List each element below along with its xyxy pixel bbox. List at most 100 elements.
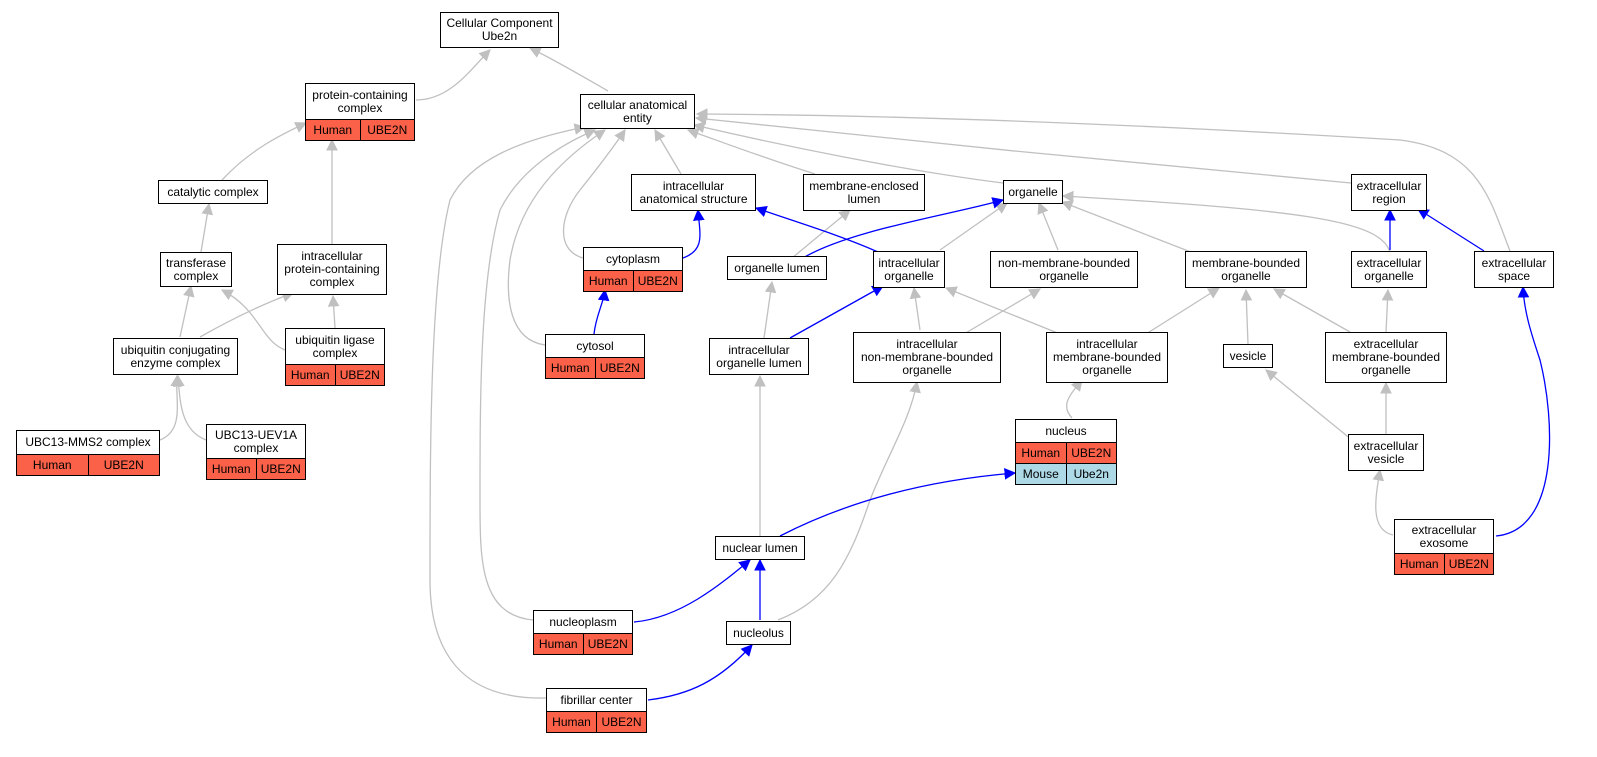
node-label: cytosol: [576, 338, 614, 353]
edge-imbo-iorg: [944, 286, 1061, 335]
edge-pcc-root: [415, 49, 491, 101]
gene-cell: UBE2N: [594, 358, 644, 378]
edge-ecs-ecr: [1417, 208, 1485, 252]
node-label: intracellular non-membrane-bounded organ…: [860, 337, 994, 377]
node-label: extracellular space: [1481, 255, 1547, 283]
node-ias[interactable]: intracellular anatomical structure: [631, 174, 756, 211]
species-cell: Human: [207, 459, 256, 479]
node-label: nucleoplasm: [549, 614, 617, 629]
node-imbo[interactable]: intracellular membrane-bounded organelle: [1046, 332, 1168, 383]
node-eco[interactable]: extracellular organelle: [1351, 251, 1427, 288]
node-transferase[interactable]: transferase complex: [160, 252, 232, 287]
node-inmbo[interactable]: intracellular non-membrane-bounded organ…: [853, 332, 1001, 383]
node-label: transferase complex: [165, 255, 227, 283]
edge-fibrillar-nucleolus: [647, 644, 753, 701]
edge-cytoplasm-ias: [682, 208, 705, 259]
node-label: extracellular region: [1356, 178, 1422, 206]
edge-imbo-mbo: [1145, 287, 1220, 335]
edge-vesicle-mbo: [1240, 288, 1253, 345]
node-ecs[interactable]: extracellular space: [1474, 251, 1554, 288]
edge-fibrillar-cae: [429, 123, 587, 699]
node-ecv[interactable]: extracellular vesicle: [1348, 434, 1424, 471]
edge-ecr-cae: [694, 113, 1352, 184]
edge-olumen-mel: [791, 209, 851, 259]
node-nucleolus[interactable]: nucleolus: [726, 621, 791, 645]
species-cell: Human: [17, 455, 88, 475]
edge-transferase-catalytic: [200, 202, 214, 253]
edge-catalytic-pcc: [221, 122, 308, 181]
node-ecr[interactable]: extracellular region: [1351, 174, 1427, 211]
edge-cytosol-cae: [507, 129, 606, 346]
node-catalytic[interactable]: catalytic complex: [158, 180, 268, 204]
edge-cytosol-cytoplasm: [593, 288, 610, 335]
node-label: intracellular anatomical structure: [639, 178, 748, 206]
node-cae[interactable]: cellular anatomical entity: [580, 94, 695, 129]
node-label: ubiquitin ligase complex: [295, 332, 375, 360]
node-label: membrane-enclosed lumen: [809, 178, 919, 206]
node-mel[interactable]: membrane-enclosed lumen: [803, 174, 925, 211]
node-iorg[interactable]: intracellular organelle: [873, 251, 945, 288]
edge-ecs-cae: [695, 108, 1511, 252]
edge-nucleoplasm-cae: [479, 128, 597, 621]
node-label: extracellular vesicle: [1353, 438, 1419, 466]
node-nlumen[interactable]: nuclear lumen: [715, 536, 805, 560]
edge-nmbo-organelle: [1037, 201, 1059, 251]
edge-mbo-organelle: [1060, 200, 1197, 255]
node-label: intracellular protein-containing complex: [284, 249, 380, 289]
node-label: UBC13-UEV1A complex: [214, 427, 298, 455]
node-vesicle[interactable]: vesicle: [1223, 344, 1273, 368]
node-olumen[interactable]: organelle lumen: [727, 256, 827, 280]
edge-exosome-ecv: [1372, 468, 1394, 536]
edge-mms2-uce: [159, 374, 182, 441]
node-ipcc[interactable]: intracellular protein-containing complex: [277, 244, 387, 295]
edge-uce-ipcc: [199, 291, 295, 338]
node-organelle[interactable]: organelle: [1003, 180, 1063, 204]
node-label: nuclear lumen: [722, 540, 798, 555]
node-label: Cellular Component Ube2n: [446, 16, 553, 43]
edge-iorg-ias: [754, 205, 879, 253]
edge-organelle-cae: [692, 121, 1004, 184]
node-embo[interactable]: extracellular membrane-bounded organelle: [1325, 332, 1447, 383]
node-label: catalytic complex: [167, 184, 259, 199]
edge-ecv-vesicle: [1265, 369, 1353, 441]
gene-cell: UBE2N: [1065, 443, 1116, 463]
node-mbo[interactable]: membrane-bounded organelle: [1185, 251, 1307, 288]
gene-cell: UBE2N: [334, 365, 384, 385]
node-label: fibrillar center: [560, 692, 633, 707]
edge-nucleoplasm-nlumen: [633, 559, 751, 623]
node-nmbo[interactable]: non-membrane-bounded organelle: [990, 251, 1138, 288]
species-cell: Human: [1016, 443, 1066, 463]
edge-eco-organelle: [1061, 190, 1391, 253]
node-label: organelle lumen: [734, 260, 820, 275]
edge-ulc-transferase: [220, 289, 286, 351]
edge-embo-mbo: [1272, 288, 1351, 333]
gene-cell: UBE2N: [87, 455, 159, 475]
edge-nlumen-nucleus: [779, 468, 1017, 537]
gene-cell: UBE2N: [596, 712, 646, 732]
node-iol[interactable]: intracellular organelle lumen: [709, 338, 809, 375]
species-cell: Human: [547, 712, 596, 732]
node-uce[interactable]: ubiquitin conjugating enzyme complex: [113, 338, 238, 375]
species-cell: Human: [1395, 554, 1444, 574]
node-label: extracellular exosome: [1411, 522, 1477, 550]
edge-nucleus-imbo: [1066, 379, 1083, 419]
node-root[interactable]: Cellular Component Ube2n: [440, 12, 559, 48]
